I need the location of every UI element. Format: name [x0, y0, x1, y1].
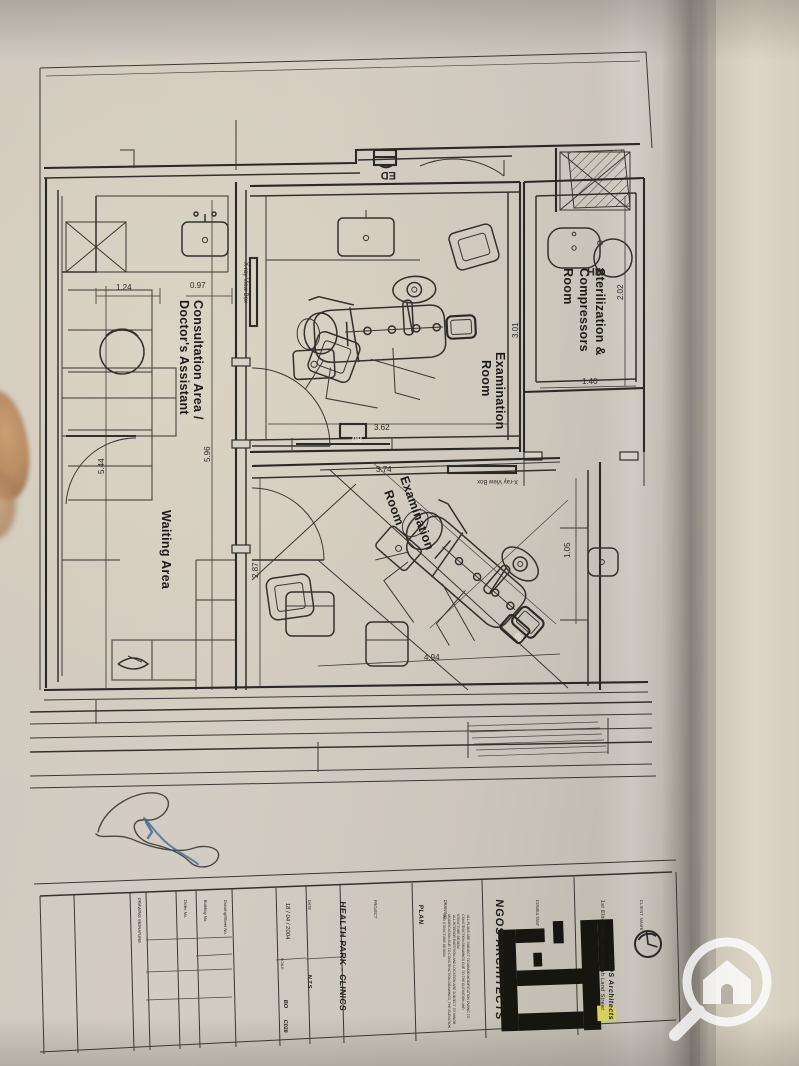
magnifier-house-icon — [669, 937, 772, 1041]
tb-drawn-value: BO — [282, 999, 288, 1009]
tb-logo-brand: NGOS Architects — [607, 954, 614, 1021]
dim-2-87: 2.87 — [251, 562, 260, 578]
examination-room-1-zone — [248, 180, 522, 454]
xray-view-box-2 — [446, 464, 518, 475]
tb-scale-label: SCALE — [280, 957, 284, 970]
tb-date-value: 18 / 04 / 2004 — [284, 902, 290, 940]
tb-office-name: NGOS ARCHITECTS — [493, 898, 505, 1021]
office-logo — [634, 930, 662, 958]
waiting-area-zone — [62, 196, 237, 690]
stool-3 — [265, 573, 315, 621]
label-equipment-tag-1: 80 — [352, 434, 362, 444]
dim-4-94: 4.94 — [424, 653, 440, 662]
thumb-shadow — [0, 470, 16, 540]
tb-date-label: DATE — [307, 899, 312, 911]
book-gutter-shadow — [662, 0, 708, 1066]
dim-3-74: 3.74 — [376, 465, 392, 474]
consultation-area-zone — [62, 182, 331, 690]
dim-1-24: 1.24 — [116, 283, 132, 292]
handwritten-signature — [95, 792, 220, 868]
tb-client-name-label: CLIENT NAME — [639, 899, 644, 932]
tb-consultant-label: CONSULTANT — [535, 899, 540, 927]
tb-project-label: PROJECT — [373, 899, 378, 919]
room-label-exam-1-line1: Examination — [493, 352, 507, 430]
lower-facade-bands — [29, 680, 657, 789]
tb-project-value: HEALTH PARK - CLINICS — [338, 900, 348, 1012]
tb-checked-value: C028 — [282, 1019, 288, 1033]
dim-3-01: 3.01 — [511, 322, 520, 338]
tb-note-1: ALL PLANS ARE SUBJECT TO MINOR MODIFICAT… — [455, 913, 470, 1019]
stool-1 — [448, 223, 500, 271]
dim-5-44: 5.44 — [97, 458, 106, 474]
room-label-sterilization-2: Compressors — [577, 268, 591, 352]
entrance-door-tag — [372, 148, 398, 169]
dim-3-62: 3.62 — [374, 423, 390, 432]
top-vignette — [0, 0, 799, 60]
room-label-consultation-1: Consultation Area / — [191, 300, 205, 420]
tb-building-no-label: Building No. — [203, 899, 208, 923]
xray-view-box-1 — [248, 256, 259, 328]
room-label-waiting: Waiting Area — [159, 510, 173, 590]
room-label-sterilization-1: Sterilization & — [593, 268, 607, 356]
tb-sheet-no-label: Drawing/Sheet No. — [223, 899, 228, 936]
room-label-consultation-2: Doctor's Assistant — [177, 300, 191, 415]
title-block — [33, 859, 681, 1055]
tb-drawing-value: PLAN — [417, 904, 424, 926]
label-xray-view-box-2: X-ray View Box — [477, 478, 518, 484]
room-label-sterilization-3: Room — [561, 268, 575, 305]
examination-room-2-zone — [251, 456, 619, 691]
dim-2-02: 2.02 — [616, 284, 625, 300]
dim-1-05: 1.05 — [563, 542, 572, 558]
stool-5 — [365, 621, 409, 667]
key-plan — [498, 919, 617, 1032]
tb-order-no-label: Order No. — [183, 899, 188, 919]
label-manhole: MH — [587, 265, 604, 277]
stool-4 — [285, 591, 335, 637]
dim-0-97: 0.97 — [190, 281, 206, 290]
dim-1-40: 1.40 — [582, 377, 598, 386]
paper-warm-tint — [0, 60, 560, 780]
dimension-lines — [95, 196, 637, 690]
site-watermark — [669, 937, 772, 1041]
equipment-tag-80-b — [499, 613, 531, 645]
label-xray-view-box-1: X-ray View Box — [242, 262, 248, 303]
dental-chair-1 — [288, 272, 481, 414]
room-label-exam-1-line2: Room — [479, 360, 493, 397]
manhole-symbol — [593, 238, 633, 278]
tb-signature-label: DRAWING SIGNATURE — [137, 897, 142, 944]
louver-block — [467, 718, 609, 758]
sterilization-room-zone — [522, 176, 646, 486]
dimension-texts: 1.24 0.97 5.96 5.44 2.87 3.62 3.74 3.01 … — [97, 281, 625, 662]
tb-scale-value: N.T.S — [306, 974, 312, 989]
label-entrance-door: ED — [381, 169, 396, 181]
facing-page — [700, 0, 799, 1066]
tb-note-2: ALL INTERIOR PARTITION AND LOCATION ARE … — [441, 913, 456, 1029]
tb-client-value: 1st Elite Street Tarik Makah Land Street — [599, 899, 605, 1011]
dim-5-96: 5.96 — [203, 446, 212, 462]
